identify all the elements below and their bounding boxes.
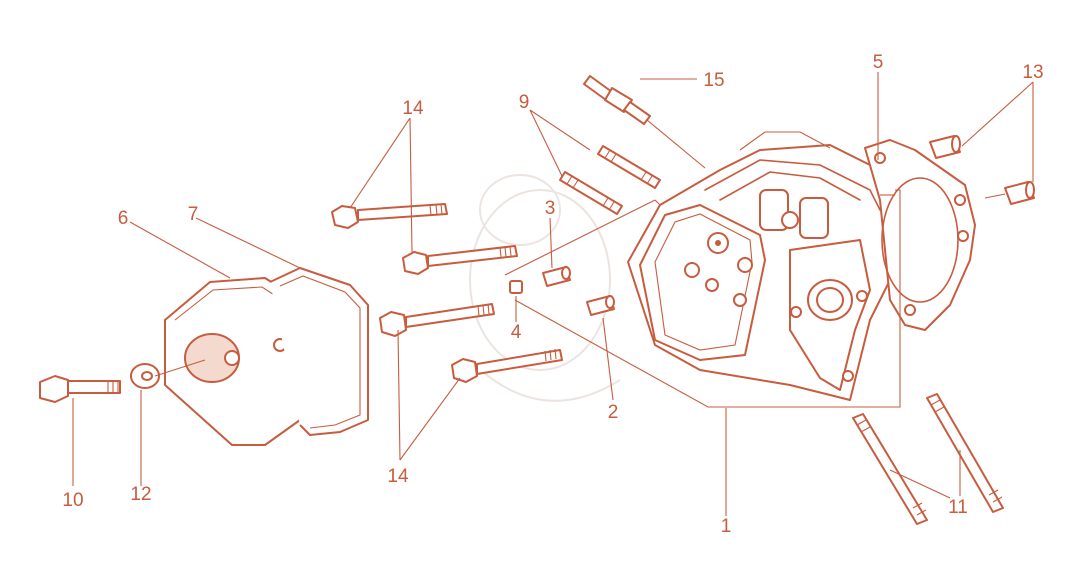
leader-lines (72, 72, 1034, 516)
callout-7: 7 (188, 204, 199, 225)
callout-4: 4 (511, 322, 522, 343)
callout-14-bottom: 14 (387, 466, 409, 487)
callout-3: 3 (545, 198, 556, 219)
callout-12: 12 (130, 484, 151, 505)
valve-cover (164, 277, 301, 446)
callout-5: 5 (873, 52, 884, 73)
callout-11: 11 (948, 497, 968, 518)
washer (130, 363, 160, 389)
head-gasket (864, 139, 976, 331)
head-bolts (331, 203, 563, 383)
assembly-outline (504, 131, 901, 408)
studs (559, 145, 661, 215)
callout-10: 10 (62, 490, 83, 511)
callout-2: 2 (608, 402, 619, 423)
callout-1: 1 (721, 516, 732, 537)
long-studs (852, 393, 1004, 525)
callout-14-top: 14 (402, 98, 424, 119)
callout-6: 6 (118, 208, 129, 229)
cover-bolt (39, 375, 121, 403)
gasket-dowels (929, 135, 1035, 205)
callout-labels: 6 7 10 12 14 14 9 3 4 2 15 5 13 1 11 (62, 52, 1043, 537)
callout-15: 15 (703, 70, 724, 91)
watermark (469, 174, 621, 402)
dowel-pins (509, 266, 615, 316)
cylinder-head (627, 144, 896, 401)
callout-9: 9 (519, 92, 530, 113)
spark-plug (583, 75, 706, 169)
callout-13: 13 (1022, 62, 1043, 83)
valve-cover-gasket (269, 267, 369, 436)
